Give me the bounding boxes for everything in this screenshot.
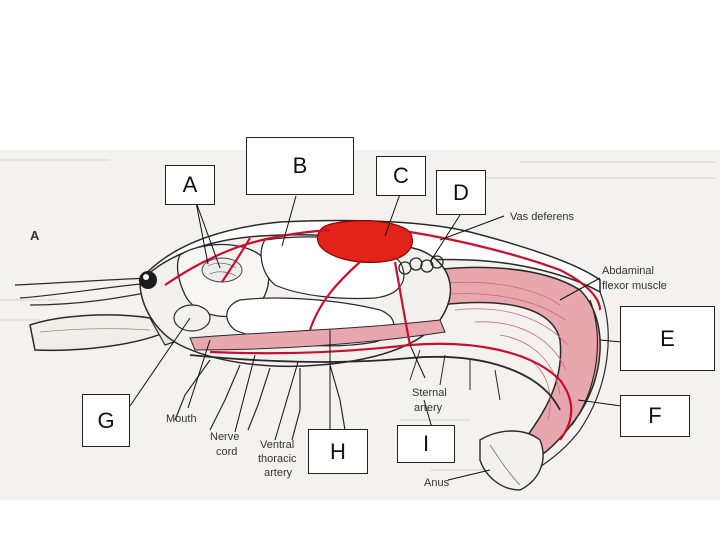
label-ventral-thoracic-3: artery <box>264 467 293 479</box>
dorsal-abdominal-artery <box>409 230 602 311</box>
heart <box>316 220 413 263</box>
arteries <box>164 228 602 441</box>
ventral-muscle <box>189 319 446 351</box>
leader-lines <box>129 193 622 481</box>
nerve-cord <box>189 354 561 411</box>
answer-box-c[interactable]: C <box>376 156 426 196</box>
walking-legs <box>174 359 346 441</box>
abdominal-segments <box>534 291 609 471</box>
label-ventral-thoracic-1: Ventral <box>260 439 294 451</box>
telson <box>479 430 544 491</box>
label-mouth: Mouth <box>166 413 197 425</box>
ventral-abdominal-artery <box>409 342 573 441</box>
label-vas-deferens: Vas deferens <box>510 211 575 223</box>
ventral-thoracic-artery <box>209 343 411 355</box>
answer-box-i[interactable]: I <box>397 425 455 463</box>
ophthalmic-artery <box>164 228 331 286</box>
figure-panel-letter: A <box>30 228 40 243</box>
green-gland <box>173 304 211 332</box>
vas-deferens-coil <box>398 255 444 275</box>
label-ventral-thoracic-2: thoracic <box>258 453 297 465</box>
answer-box-f[interactable]: F <box>620 395 690 437</box>
label-anus: Anus <box>424 477 450 489</box>
answer-box-e[interactable]: E <box>620 306 715 371</box>
abdominal-flexor-muscle <box>398 266 601 463</box>
label-abdominal-flexor-2: flexor muscle <box>602 280 667 292</box>
label-nerve-cord-1: Nerve <box>210 431 239 443</box>
eye <box>139 271 157 289</box>
label-sternal-artery-2: artery <box>414 402 443 414</box>
answer-box-a[interactable]: A <box>165 165 215 205</box>
label-nerve-cord-2: cord <box>216 446 237 458</box>
answer-box-g[interactable]: G <box>82 394 130 447</box>
label-abdominal-flexor-1: Abdaminal <box>602 265 654 277</box>
swimmerets <box>409 349 501 401</box>
answer-box-b[interactable]: B <box>246 137 354 195</box>
answer-box-h[interactable]: H <box>308 429 368 474</box>
label-sternal-artery-1: Sternal <box>412 387 447 399</box>
answer-box-d[interactable]: D <box>436 170 486 215</box>
sternal-artery <box>393 261 412 346</box>
